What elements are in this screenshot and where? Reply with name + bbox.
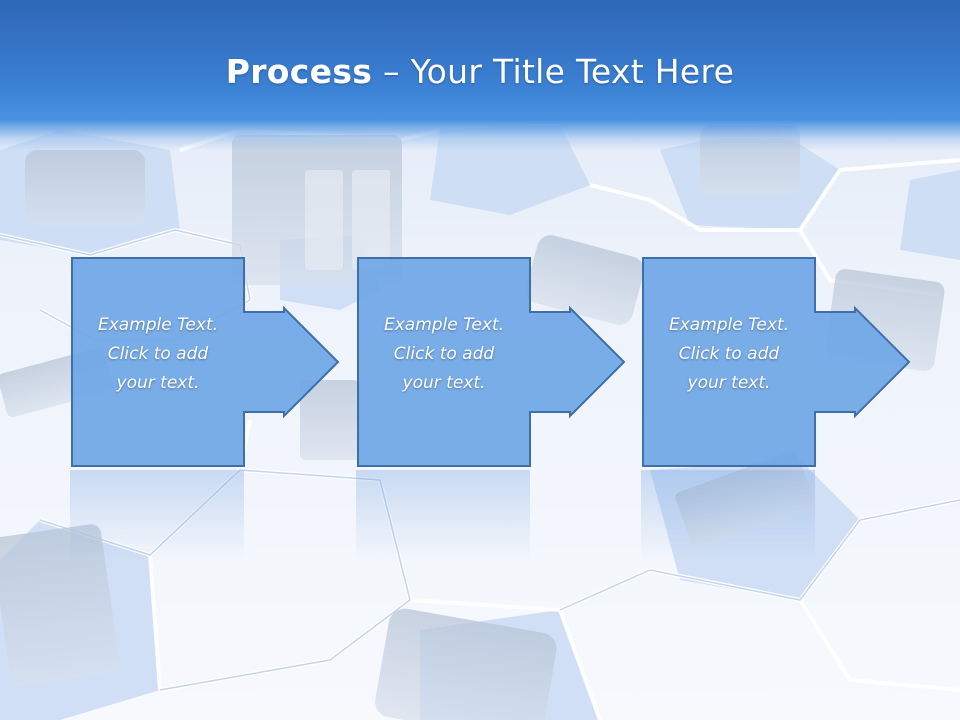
step-2-text[interactable]: Example Text. Click to add your text. — [360, 311, 528, 398]
step-reflection — [356, 470, 530, 560]
slide-title-rest: – Your Title Text Here — [372, 52, 735, 91]
step-2-line-1: Example Text. — [383, 315, 505, 335]
step-reflection — [641, 470, 815, 560]
step-1-line-1: Example Text. — [97, 315, 219, 335]
step-1-line-3: your text. — [116, 373, 200, 393]
step-3-arrow-shape — [642, 257, 911, 467]
slide-title-bold: Process — [225, 52, 373, 91]
step-3-line-1: Example Text. — [668, 315, 790, 335]
step-1-arrow-shape — [71, 257, 340, 467]
slide-title[interactable]: Process – Your Title Text Here — [0, 52, 960, 91]
step-2-line-2: Click to add — [393, 344, 495, 364]
process-step-2[interactable]: Example Text. Click to add your text. — [356, 256, 632, 468]
process-step-3[interactable]: Example Text. Click to add your text. — [641, 256, 917, 468]
step-2-line-3: your text. — [402, 373, 486, 393]
step-reflection — [70, 470, 244, 560]
step-1-text[interactable]: Example Text. Click to add your text. — [74, 311, 242, 398]
step-2-arrow-shape — [357, 257, 626, 467]
process-step-1[interactable]: Example Text. Click to add your text. — [70, 256, 346, 468]
step-3-line-3: your text. — [687, 373, 771, 393]
step-1-line-2: Click to add — [107, 344, 209, 364]
step-3-line-2: Click to add — [678, 344, 780, 364]
title-band — [0, 0, 960, 150]
step-3-text[interactable]: Example Text. Click to add your text. — [645, 311, 813, 398]
